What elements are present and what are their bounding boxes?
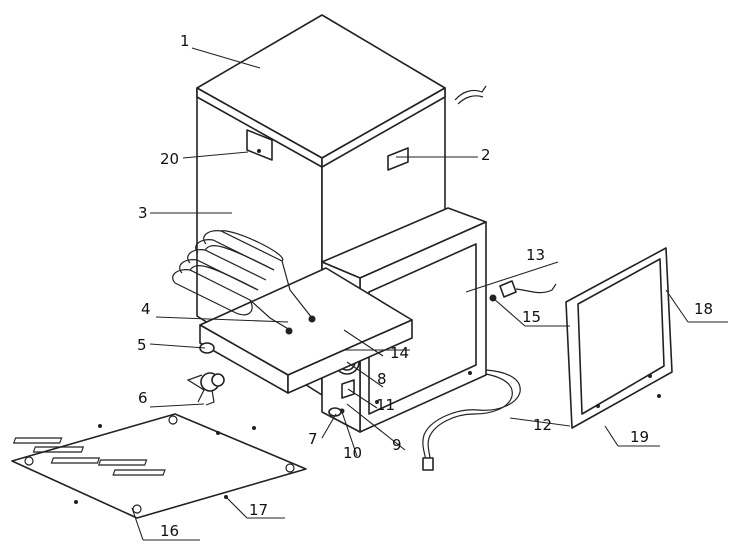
lid-catch	[246, 129, 273, 161]
callout-6: 6	[138, 389, 148, 407]
callout-1: 1	[180, 32, 190, 50]
heating-element	[172, 230, 316, 335]
handle-piece	[454, 85, 487, 105]
callout-14: 14	[390, 344, 409, 362]
drain-valve	[186, 372, 225, 406]
callout-9: 9	[392, 436, 402, 454]
callout-17: 17	[249, 501, 268, 519]
callout-8: 8	[377, 370, 387, 388]
leader-lines	[131, 47, 728, 541]
callout-4: 4	[141, 300, 151, 318]
callout-5: 5	[137, 336, 147, 354]
callout-3: 3	[138, 204, 148, 222]
callout-13: 13	[526, 246, 545, 264]
callout-16: 16	[160, 522, 179, 540]
heater-tray	[199, 267, 413, 394]
callout-11: 11	[376, 396, 395, 414]
door-frame	[565, 247, 673, 429]
callout-19: 19	[630, 428, 649, 446]
callout-10: 10	[343, 444, 362, 462]
cable-connector	[489, 280, 557, 302]
top-lid	[196, 14, 446, 168]
power-cord	[422, 369, 521, 471]
callout-18: 18	[694, 300, 713, 318]
side-latch	[387, 147, 409, 171]
base-plate	[11, 413, 307, 519]
callout-7: 7	[308, 430, 318, 448]
vent-slots	[12, 437, 166, 476]
callout-2: 2	[481, 146, 491, 164]
callout-15: 15	[522, 308, 541, 326]
callout-20: 20	[160, 150, 179, 168]
callout-12: 12	[533, 416, 552, 434]
